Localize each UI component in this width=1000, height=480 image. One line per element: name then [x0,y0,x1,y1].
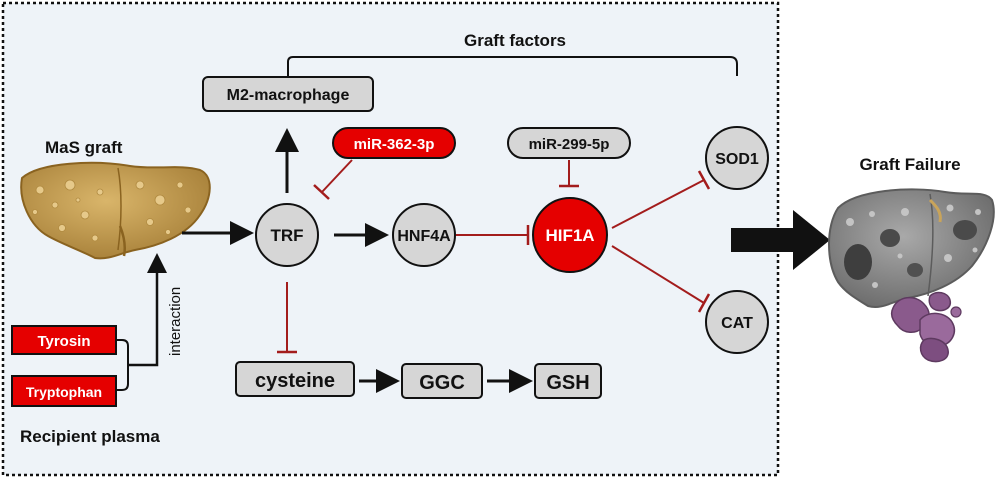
mas-graft-label: MaS graft [45,138,123,157]
svg-text:TRF: TRF [270,226,303,245]
trf-inhibits-cysteine [277,282,297,354]
mir-299-inhibits-hif1a [559,160,579,188]
hif1a-inhibits-sod1 [611,170,711,229]
mir-362-3p-node[interactable]: miR-362-3p [332,127,456,159]
svg-text:SOD1: SOD1 [715,151,759,168]
tyrosin-node[interactable]: Tyrosin [11,325,117,355]
svg-text:M2-macrophage: M2-macrophage [227,87,350,104]
plasma-bracket [116,253,167,391]
svg-text:miR-299-5p: miR-299-5p [529,136,610,153]
ggc-node[interactable]: GGC [401,363,483,399]
mir-299-5p-node[interactable]: miR-299-5p [507,127,631,159]
svg-text:miR-362-3p: miR-362-3p [354,136,435,153]
hnf4a-inhibits-hif1a [456,225,530,245]
svg-text:Tryptophan: Tryptophan [26,384,102,400]
gsh-node[interactable]: GSH [534,363,602,399]
hif1a-node[interactable]: HIF1A [532,197,608,273]
graft-failure-label: Graft Failure [859,155,960,174]
graft-failure-arrow [731,210,830,270]
hnf4a-node[interactable]: HNF4A [392,203,456,267]
trf-node[interactable]: TRF [255,203,319,267]
svg-text:cysteine: cysteine [255,370,335,392]
failed-liver-image [828,188,995,308]
cat-node[interactable]: CAT [705,290,769,354]
m2-macrophage-node[interactable]: M2-macrophage [202,76,374,112]
svg-text:HNF4A: HNF4A [397,228,451,245]
cysteine-node[interactable]: cysteine [235,361,355,397]
sod1-node[interactable]: SOD1 [705,126,769,190]
recipient-plasma-label: Recipient plasma [20,427,160,446]
hif1a-inhibits-cat [611,245,711,313]
interaction-label: interaction [167,287,184,356]
svg-text:GSH: GSH [546,372,589,394]
svg-text:Tyrosin: Tyrosin [37,333,90,350]
svg-text:CAT: CAT [721,315,753,332]
clot-image [890,291,962,363]
tryptophan-node[interactable]: Tryptophan [11,375,117,407]
graft-factors-label: Graft factors [464,31,566,50]
svg-text:HIF1A: HIF1A [545,226,594,245]
mir-362-inhibits-trf [313,159,353,200]
svg-text:GGC: GGC [419,372,465,394]
graft-factors-bracket [287,56,738,78]
